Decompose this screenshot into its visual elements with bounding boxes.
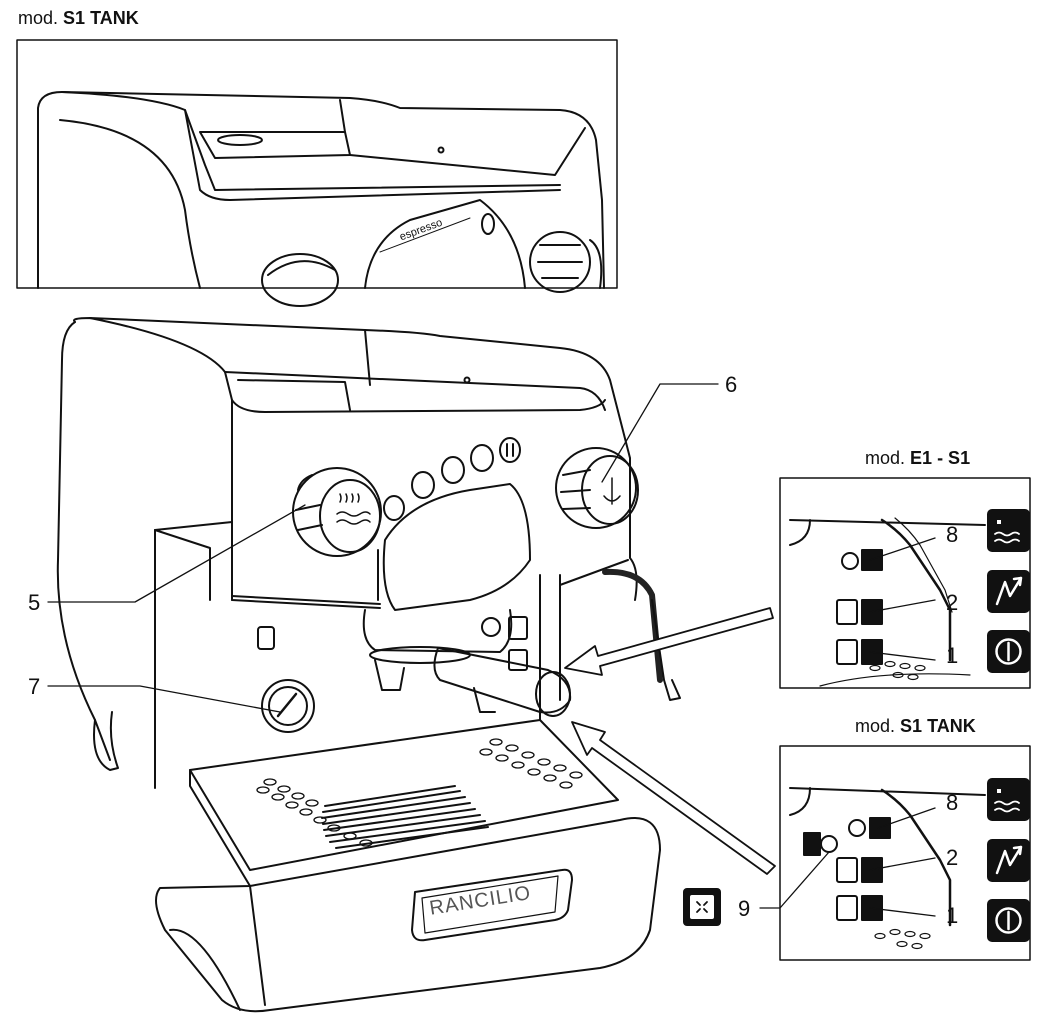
top-panel-model-label: mod. S1 TANK	[18, 8, 139, 29]
callout-2-e1: 2	[946, 590, 959, 615]
callout-5: 5	[28, 590, 41, 615]
model-prefix: mod.	[18, 8, 59, 28]
water-level-icon	[987, 509, 1030, 552]
callout-6: 6	[725, 372, 738, 397]
pointer-arrows	[564, 607, 776, 875]
tank-panel-model-label: mod. S1 TANK	[855, 716, 976, 737]
e1-panel-model-label: mod. E1 - S1	[865, 448, 970, 469]
callout-7: 7	[28, 674, 41, 699]
espresso-machine	[47, 317, 719, 1013]
callout-8-e1: 8	[946, 522, 959, 547]
heating-icon	[987, 839, 1030, 882]
power-icon	[987, 630, 1030, 673]
callout-9: 9	[738, 896, 751, 921]
top-inset-panel	[16, 39, 618, 307]
callout-1-tank: 1	[946, 903, 959, 928]
model-name: E1 - S1	[910, 448, 971, 468]
tank-icon	[683, 888, 721, 926]
callout-1-e1: 1	[946, 643, 959, 668]
arrow-to-tank-panel	[571, 721, 776, 875]
model-name: S1 TANK	[63, 8, 139, 28]
heating-icon	[987, 570, 1030, 613]
arrow-to-e1-panel	[564, 607, 774, 676]
inset-s1-tank	[759, 745, 1031, 961]
model-prefix: mod.	[865, 448, 906, 468]
model-prefix: mod.	[855, 716, 896, 736]
callout-2-tank: 2	[946, 845, 959, 870]
power-icon	[987, 899, 1030, 942]
callout-8-tank: 8	[946, 790, 959, 815]
model-name: S1 TANK	[900, 716, 976, 736]
water-level-icon	[987, 778, 1030, 821]
